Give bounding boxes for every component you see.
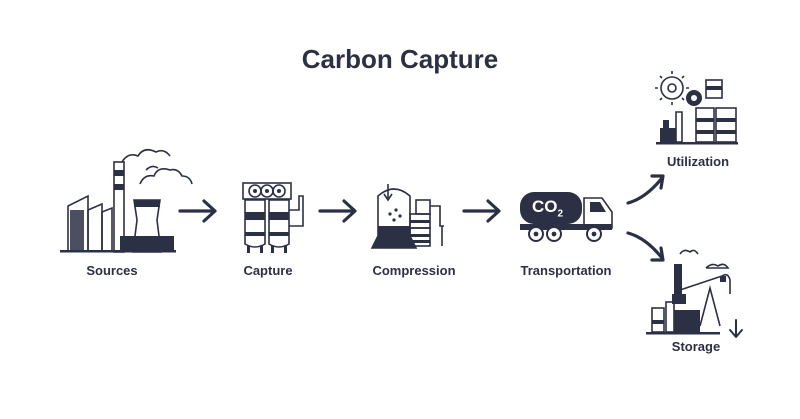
- truck-co2-text: CO: [532, 197, 558, 216]
- utilization-industry-icon: [655, 71, 738, 145]
- arrow-right-icon: [178, 199, 217, 223]
- arrow-down-right-icon: [626, 231, 665, 262]
- truck-co2-label: CO2: [532, 197, 563, 219]
- arrow-right-icon: [462, 199, 501, 223]
- stage-label-compression: Compression: [372, 263, 456, 278]
- compression-tank-icon: [370, 184, 444, 249]
- stage-label-utilization: Utilization: [666, 154, 730, 169]
- arrow-right-icon: [318, 199, 357, 223]
- stage-label-storage: Storage: [671, 339, 721, 354]
- co2-truck: CO2: [518, 188, 614, 246]
- stage-label-transportation: Transportation: [520, 263, 612, 278]
- storage-pumpjack-icon: [646, 249, 743, 338]
- diagram-title: Carbon Capture: [301, 44, 499, 74]
- capture-filter-icon: [242, 182, 304, 253]
- stage-label-sources: Sources: [86, 263, 138, 278]
- stage-label-capture: Capture: [243, 263, 293, 278]
- sources-factory-icon: [60, 148, 193, 253]
- arrow-up-right-icon: [626, 174, 665, 205]
- truck-co2-subscript: 2: [557, 208, 564, 220]
- truck-icon: [520, 192, 613, 242]
